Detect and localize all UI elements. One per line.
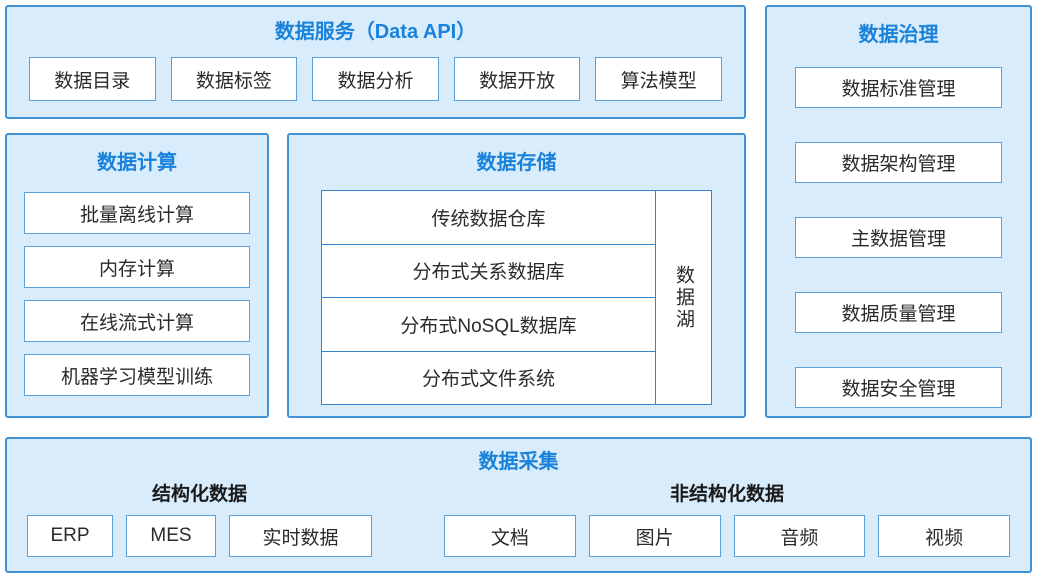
box-in-memory-compute: 内存计算 <box>24 246 250 288</box>
row-distributed-file-system: 分布式文件系统 <box>421 369 555 391</box>
data-storage-title: 数据存储 <box>476 152 557 174</box>
panel-data-governance: 数据治理 数据标准管理 数据架构管理 主数据管理 数据质量管理 数据安全管理 <box>765 5 1032 418</box>
box-ml-model-training: 机器学习模型训练 <box>24 354 250 396</box>
storage-table: 传统数据仓库 分布式关系数据库 分布式NoSQL数据库 分布式文件系统 数据湖 <box>321 190 712 405</box>
box-data-catalog: 数据目录 <box>29 57 156 101</box>
group-unstructured-data: 非结构化数据 文档 图片 音频 视频 <box>444 479 1010 557</box>
data-compute-title: 数据计算 <box>97 152 177 174</box>
data-collection-title: 数据采集 <box>478 451 559 473</box>
unstructured-data-items: 文档 图片 音频 视频 <box>444 515 1010 557</box>
box-batch-offline-compute: 批量离线计算 <box>24 192 250 234</box>
box-data-quality-mgmt: 数据质量管理 <box>795 292 1002 333</box>
box-realtime-data: 实时数据 <box>229 515 372 557</box>
data-governance-title: 数据治理 <box>858 24 939 46</box>
row-distributed-relational-db: 分布式关系数据库 <box>322 245 655 298</box>
data-governance-items: 数据标准管理 数据架构管理 主数据管理 数据质量管理 数据安全管理 <box>767 67 1030 408</box>
group-structured-data: 结构化数据 ERP MES 实时数据 <box>27 479 372 557</box>
box-erp: ERP <box>27 515 113 557</box>
storage-rows: 传统数据仓库 分布式关系数据库 分布式NoSQL数据库 分布式文件系统 <box>322 191 655 404</box>
data-lake-column: 数据湖 <box>655 191 711 404</box>
box-video: 视频 <box>878 515 1010 557</box>
panel-data-collection: 数据采集 结构化数据 ERP MES 实时数据 非结构化数据 文档 图片 音频 … <box>5 437 1032 573</box>
box-algorithm-model: 算法模型 <box>595 57 722 101</box>
structured-data-items: ERP MES 实时数据 <box>27 515 372 557</box>
panel-data-service: 数据服务（Data API） 数据目录 数据标签 数据分析 数据开放 算法模型 <box>5 5 746 119</box>
box-online-stream-compute: 在线流式计算 <box>24 300 250 342</box>
box-data-open: 数据开放 <box>453 57 581 101</box>
box-data-tags: 数据标签 <box>170 57 298 101</box>
row-distributed-nosql-db: 分布式NoSQL数据库 <box>322 298 655 352</box>
box-audio: 音频 <box>733 515 866 557</box>
data-lake-label: 数据湖 <box>673 264 694 331</box>
box-data-standard-mgmt: 数据标准管理 <box>795 67 1002 108</box>
box-data-architecture-mgmt: 数据架构管理 <box>795 142 1002 183</box>
data-service-items: 数据目录 数据标签 数据分析 数据开放 算法模型 <box>7 57 744 101</box>
panel-data-compute: 数据计算 批量离线计算 内存计算 在线流式计算 机器学习模型训练 <box>5 133 269 418</box>
data-service-title: 数据服务（Data API） <box>274 21 477 43</box>
unstructured-data-label: 非结构化数据 <box>669 484 784 505</box>
box-master-data-mgmt: 主数据管理 <box>795 217 1002 258</box>
panel-data-storage: 数据存储 传统数据仓库 分布式关系数据库 分布式NoSQL数据库 分布式文件系统… <box>287 133 746 418</box>
row-traditional-data-warehouse: 传统数据仓库 <box>322 191 655 245</box>
box-image: 图片 <box>588 515 721 557</box>
structured-data-label: 结构化数据 <box>151 484 247 505</box>
box-data-analysis: 数据分析 <box>312 57 439 101</box>
box-document: 文档 <box>444 515 576 557</box>
data-collection-groups: 结构化数据 ERP MES 实时数据 非结构化数据 文档 图片 音频 视频 <box>7 479 1030 557</box>
box-data-security-mgmt: 数据安全管理 <box>795 367 1002 408</box>
data-compute-items: 批量离线计算 内存计算 在线流式计算 机器学习模型训练 <box>7 192 267 396</box>
box-mes: MES <box>126 515 216 557</box>
